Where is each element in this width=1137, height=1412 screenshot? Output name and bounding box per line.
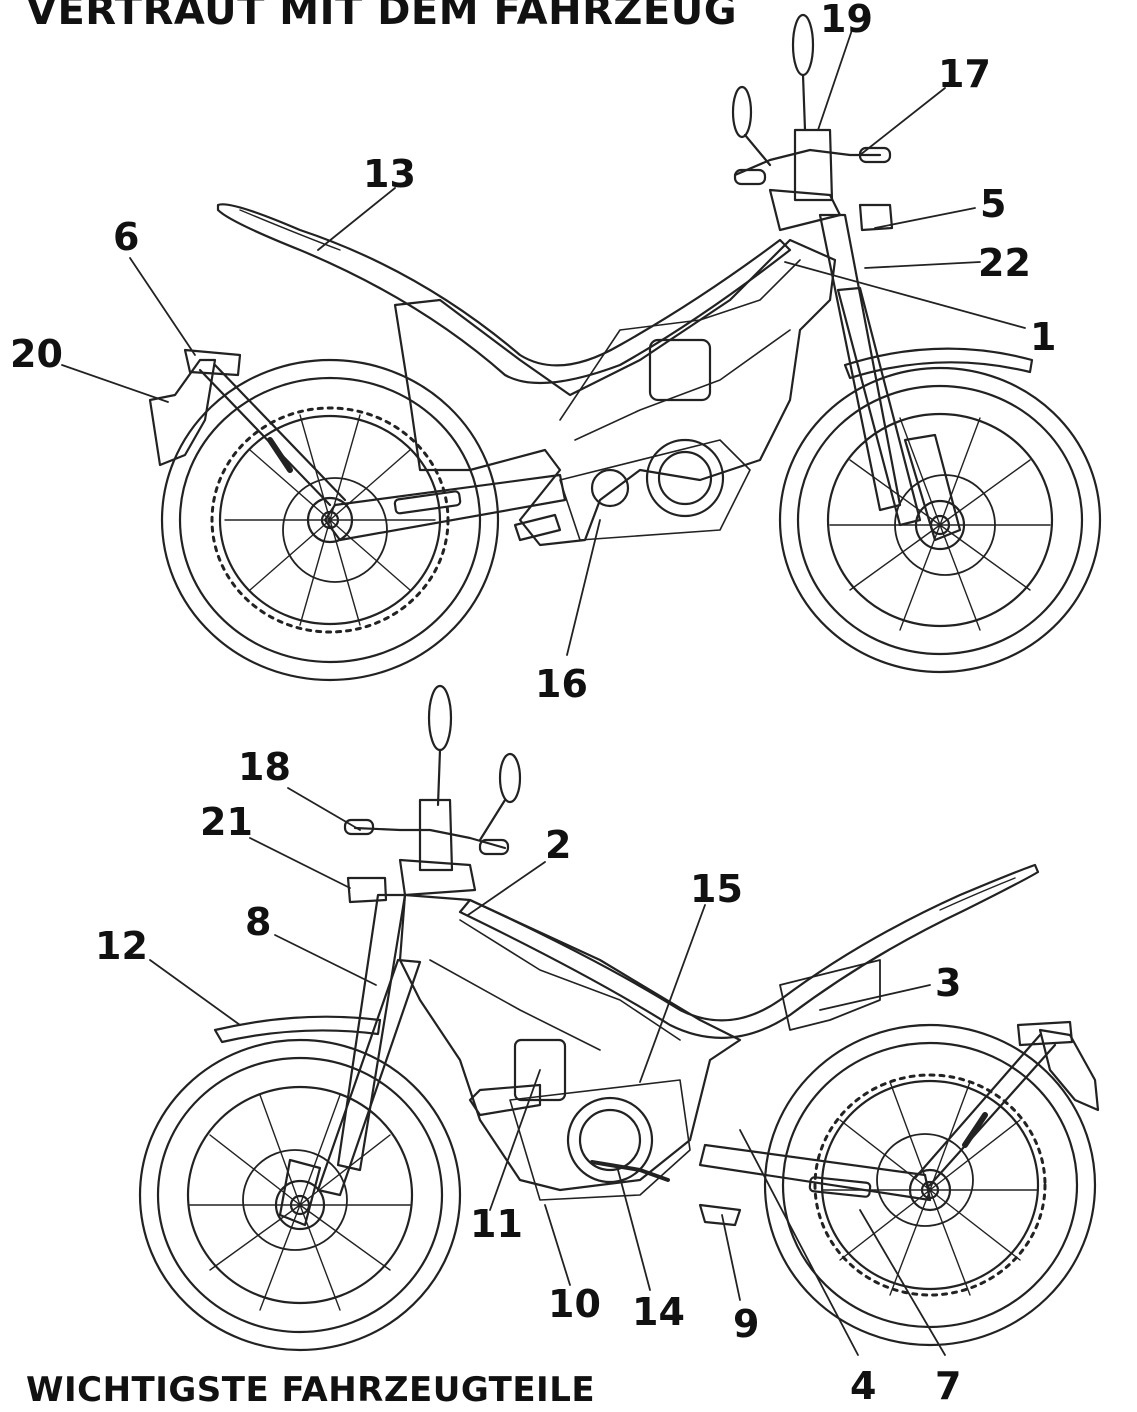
frame-body-bottom [398,893,742,1192]
callout-22: 22 [978,241,1031,285]
callout-7: 7 [935,1364,962,1408]
callout-4: 4 [850,1364,877,1408]
callout-1: 1 [1030,315,1057,359]
callout-17: 17 [938,52,991,96]
callout-14: 15 [690,867,743,911]
callout-20: 20 [10,332,63,376]
callout-10: 10 [548,1282,601,1326]
swingarm-bottom [698,1143,932,1202]
callout-18: 18 [238,745,291,789]
frame-body-top [393,238,837,547]
mirrors-top [731,13,815,167]
callout-15: 14 [632,1290,685,1334]
callout-16: 16 [535,662,588,706]
callout-2: 2 [545,823,572,867]
callout-13: 13 [363,152,416,196]
handlebar-bottom [343,798,510,904]
front-wheel-bottom [138,1038,462,1352]
mirrors-bottom [427,684,522,842]
front-fender-bottom [213,1015,382,1044]
front-fork-bottom [278,893,422,1227]
callout-lines-top [61,29,1026,656]
callout-3: 3 [935,961,962,1005]
front-fender-top [843,347,1034,380]
callout-6: 6 [113,215,140,259]
rear-fender-bottom [1038,1028,1100,1112]
rear-wheel-bottom [763,1023,1097,1347]
engine-bottom [509,1038,691,1201]
seat-tail-top [216,203,792,385]
callout-19: 19 [820,0,873,41]
callout-12: 12 [95,924,148,968]
callout-11: 11 [470,1202,523,1246]
swingarm-top [323,473,567,542]
rear-fender-top [148,358,217,467]
callout-8: 8 [245,900,272,944]
callout-5: 5 [980,182,1007,226]
callout-lines-bottom [149,787,946,1356]
callout-9: 9 [733,1302,760,1346]
diagram-title-bottom: WICHTIGSTE FAHRZEUGTEILE [26,1370,596,1410]
diagram-title-top: VERTRAUT MIT DEM FAHRZEUG [26,0,738,34]
callout-21: 21 [200,800,253,844]
seat-tail-bottom [458,863,1040,1039]
engine-top [559,338,751,541]
